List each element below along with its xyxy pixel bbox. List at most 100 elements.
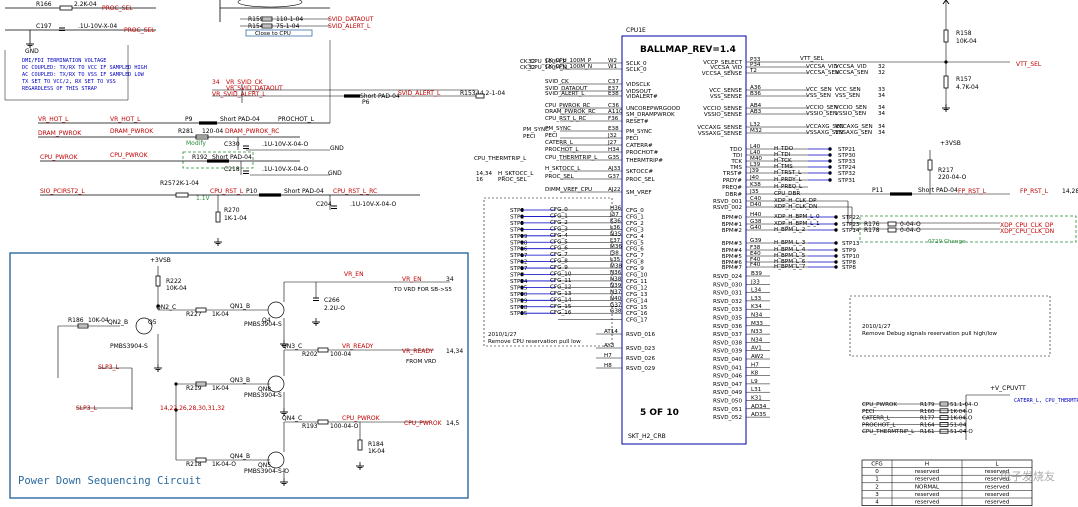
pin-name: TDI (732, 153, 743, 159)
close-to-cpu-label: Close to CPU (255, 31, 291, 37)
cpu-left-net: H_SKTOCC_L (545, 166, 581, 172)
pin-number: C40 (750, 196, 761, 202)
rsvd-name: RSVD_049 (713, 390, 742, 396)
cfg-pin-name: CFG_16 (626, 311, 648, 317)
resistor (195, 457, 207, 463)
test-point (834, 241, 838, 245)
test-point (834, 265, 838, 269)
rsvd-pin-num: H8 (604, 363, 612, 369)
cpu-left-net: SVID_CK (545, 79, 569, 85)
pin-name: VIDSCLK (626, 82, 650, 88)
cfg-pin-name: CFG_3 (626, 227, 644, 233)
debug-note-date: 2010/1/27 (862, 324, 891, 330)
resistor (215, 211, 221, 223)
rsvd-pin-num: AT14 (604, 329, 618, 335)
ref-r202: R202 (302, 351, 318, 358)
jtag-net: H_TCK (774, 158, 792, 164)
net-dram-pwrok: DRAM_PWROK (38, 130, 82, 137)
ref-r154: R154 (248, 23, 264, 30)
cfg-net-label: CFG_7 (550, 252, 568, 258)
bpm-net: H_BPM_L_2 (774, 227, 805, 233)
cpu-left-net: SVID_ALERT_L (545, 91, 585, 97)
stp-bpm: STP22 (842, 215, 859, 221)
short-pad (344, 94, 360, 98)
pin-name: VCCP_SELECT (703, 60, 742, 66)
cfg-net-label: CFG_0 (550, 207, 568, 213)
cfg-pin-number: M36 (610, 244, 622, 250)
pin-number: F40 (750, 257, 761, 263)
ref-r219: R219 (186, 385, 202, 392)
pin-name: RESET# (626, 119, 649, 125)
cfg-net-label: CFG_11 (550, 278, 572, 284)
ref-r157: R157 (956, 76, 972, 83)
cfg-pin-name: CFG_8 (626, 260, 644, 266)
rsvd-name: RSVD_039 (713, 349, 742, 355)
table-cell: 2 (875, 484, 879, 490)
pin-number: A36 (750, 85, 761, 91)
rsvd-pin: L9 (751, 379, 758, 385)
stp-right: STP32 (838, 171, 855, 177)
change-label: 0729 Change (928, 239, 966, 245)
cfg-pin-name: CFG_0 (626, 208, 644, 214)
ref-r166: R166 (36, 1, 52, 8)
pullup-ref: R161 (920, 429, 935, 435)
cfg-pin-name: CFG_13 (626, 292, 648, 298)
pin-number: L32 (750, 122, 760, 128)
net-ck-n: CK_CPU_100M_N (520, 65, 567, 71)
net-slp3: SLP3_L (98, 364, 120, 371)
value-r202: 100-04 (330, 351, 351, 358)
net-sio-pcirst: SIO_PCIRST2_L (40, 188, 85, 195)
pin-name: BPM#4 (722, 248, 743, 254)
test-point (834, 254, 838, 258)
cfg-net-label: CFG_10 (550, 272, 572, 278)
stp-label: STP28 (510, 305, 528, 311)
ref-r257: R257 (160, 180, 176, 187)
rsvd-name: RSVD_024 (713, 274, 742, 280)
rsvd-pin: N34 (751, 337, 763, 343)
table-header: L (995, 462, 999, 468)
power-arrow (942, 0, 950, 5)
rsvd-name: RSVD_041 (713, 365, 742, 371)
ref-p9: P9 (185, 116, 193, 123)
pin-number: AB3 (750, 109, 762, 115)
net-vssaxg_sen-2: VSSAXG_SEN (835, 130, 872, 136)
bpm-net: H_BPM_L_5 (774, 253, 806, 259)
from-vrd-note: FROM VRD (406, 359, 436, 365)
pin-name: SKTOCC# (626, 169, 653, 175)
pullup-net: CPU_PWROK (862, 402, 897, 408)
debug-note: Remove Debug signals reservation pull hi… (862, 331, 997, 337)
page-num: 34 (878, 124, 886, 130)
rsvd-pin-name: RSVD_016 (626, 332, 655, 338)
cfg-pin-number: J38 (609, 251, 619, 257)
short-pad (199, 121, 217, 125)
junction (944, 60, 948, 64)
pin-name: VIDALERT# (626, 94, 658, 100)
table-cell: reserved (985, 477, 1010, 483)
page-list: 14,22,26,28,30,31,32 (160, 405, 225, 412)
net-vccsa_vid-2: VCCSA_VID (835, 64, 867, 70)
net-vr-ready-2: VR_READY (402, 348, 434, 355)
net-qn2-b: QN2_B (108, 319, 128, 326)
cfg-pin-name: CFG_2 (626, 221, 644, 227)
ref-c197: C197 (36, 23, 52, 30)
rsvd-pin-name: RSVD_023 (626, 346, 655, 352)
value-r257: 2K-1-04 (176, 180, 199, 187)
jtag-net: H_TDI (774, 152, 791, 158)
net-vccsa_sen-2: VCCSA_SEN (835, 70, 868, 76)
part-qn5: PMBS3904-S-O (244, 468, 289, 475)
pin-number: D40 (750, 202, 762, 208)
cpu-left-net: PROCHOT_L (545, 147, 579, 153)
net-fp-rst-2: FP_RST_L (1020, 188, 1049, 195)
pin-number: P33 (750, 57, 761, 63)
pdsc-title: Power Down Sequencing Circuit (18, 475, 201, 487)
table-cell: 0 (875, 469, 879, 475)
stp-bpm: STP9 (842, 248, 856, 254)
rsvd-pin: AD35 (751, 412, 767, 418)
stp-label: STP34 (510, 279, 528, 285)
ref-r158: R158 (956, 30, 972, 37)
rsvd-pin: K31 (751, 396, 762, 402)
pin-name: VCCIO_SENSE (703, 106, 742, 112)
value-r217: 220-04-O (938, 174, 967, 181)
watermark: 电子发烧友 (1000, 469, 1055, 483)
cpu-left-net: PECI (545, 133, 558, 139)
